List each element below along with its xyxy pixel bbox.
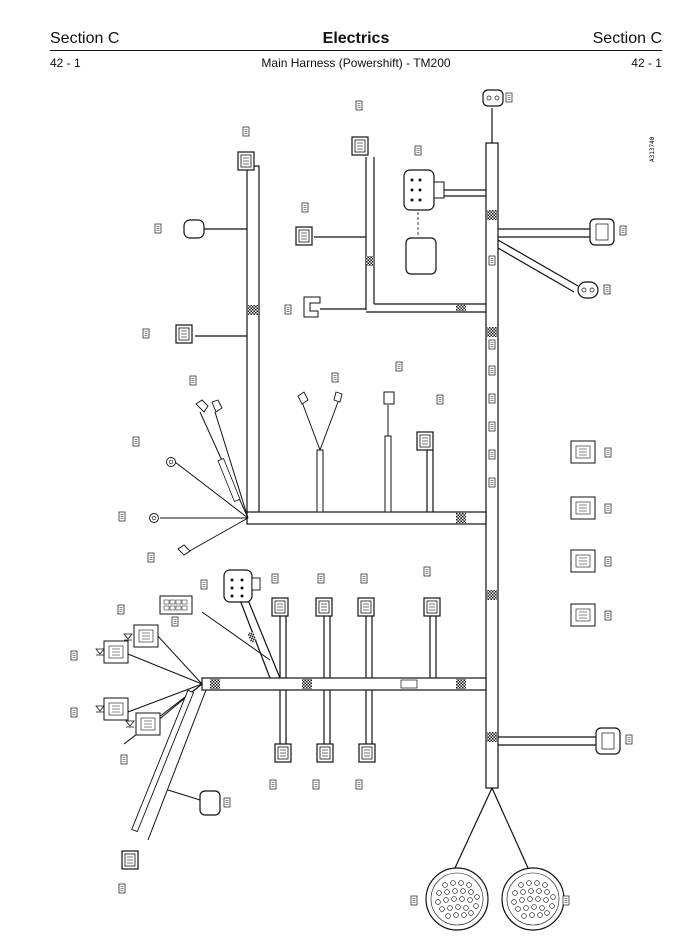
page-subtitle: Main Harness (Powershift) - TM200 — [261, 56, 451, 70]
section-label-left: Section C — [50, 30, 120, 47]
lower-trunk — [159, 566, 487, 790]
ground-fan — [118, 375, 249, 563]
header-top-row: Section C Electrics Section C — [50, 26, 662, 51]
connector-block-top — [284, 100, 486, 318]
relay-column — [570, 440, 612, 627]
page-title: Electrics — [322, 30, 390, 47]
section-label-right: Section C — [592, 30, 662, 47]
page-number-left: 42 - 1 — [50, 56, 81, 70]
transmission-connector — [403, 145, 486, 275]
round-connectors — [410, 787, 570, 931]
left-relay-cluster — [70, 604, 231, 894]
top-connector — [482, 89, 513, 143]
figure-id: A313740 — [649, 136, 656, 162]
page-number-right: 42 - 1 — [631, 56, 662, 70]
upper-left-trunk — [142, 126, 487, 525]
header-sub-row: 42 - 1 Main Harness (Powershift) - TM200… — [50, 54, 662, 70]
main-trunk — [485, 142, 499, 789]
right-branch-connectors — [497, 218, 633, 755]
mid-sensors — [297, 361, 444, 513]
